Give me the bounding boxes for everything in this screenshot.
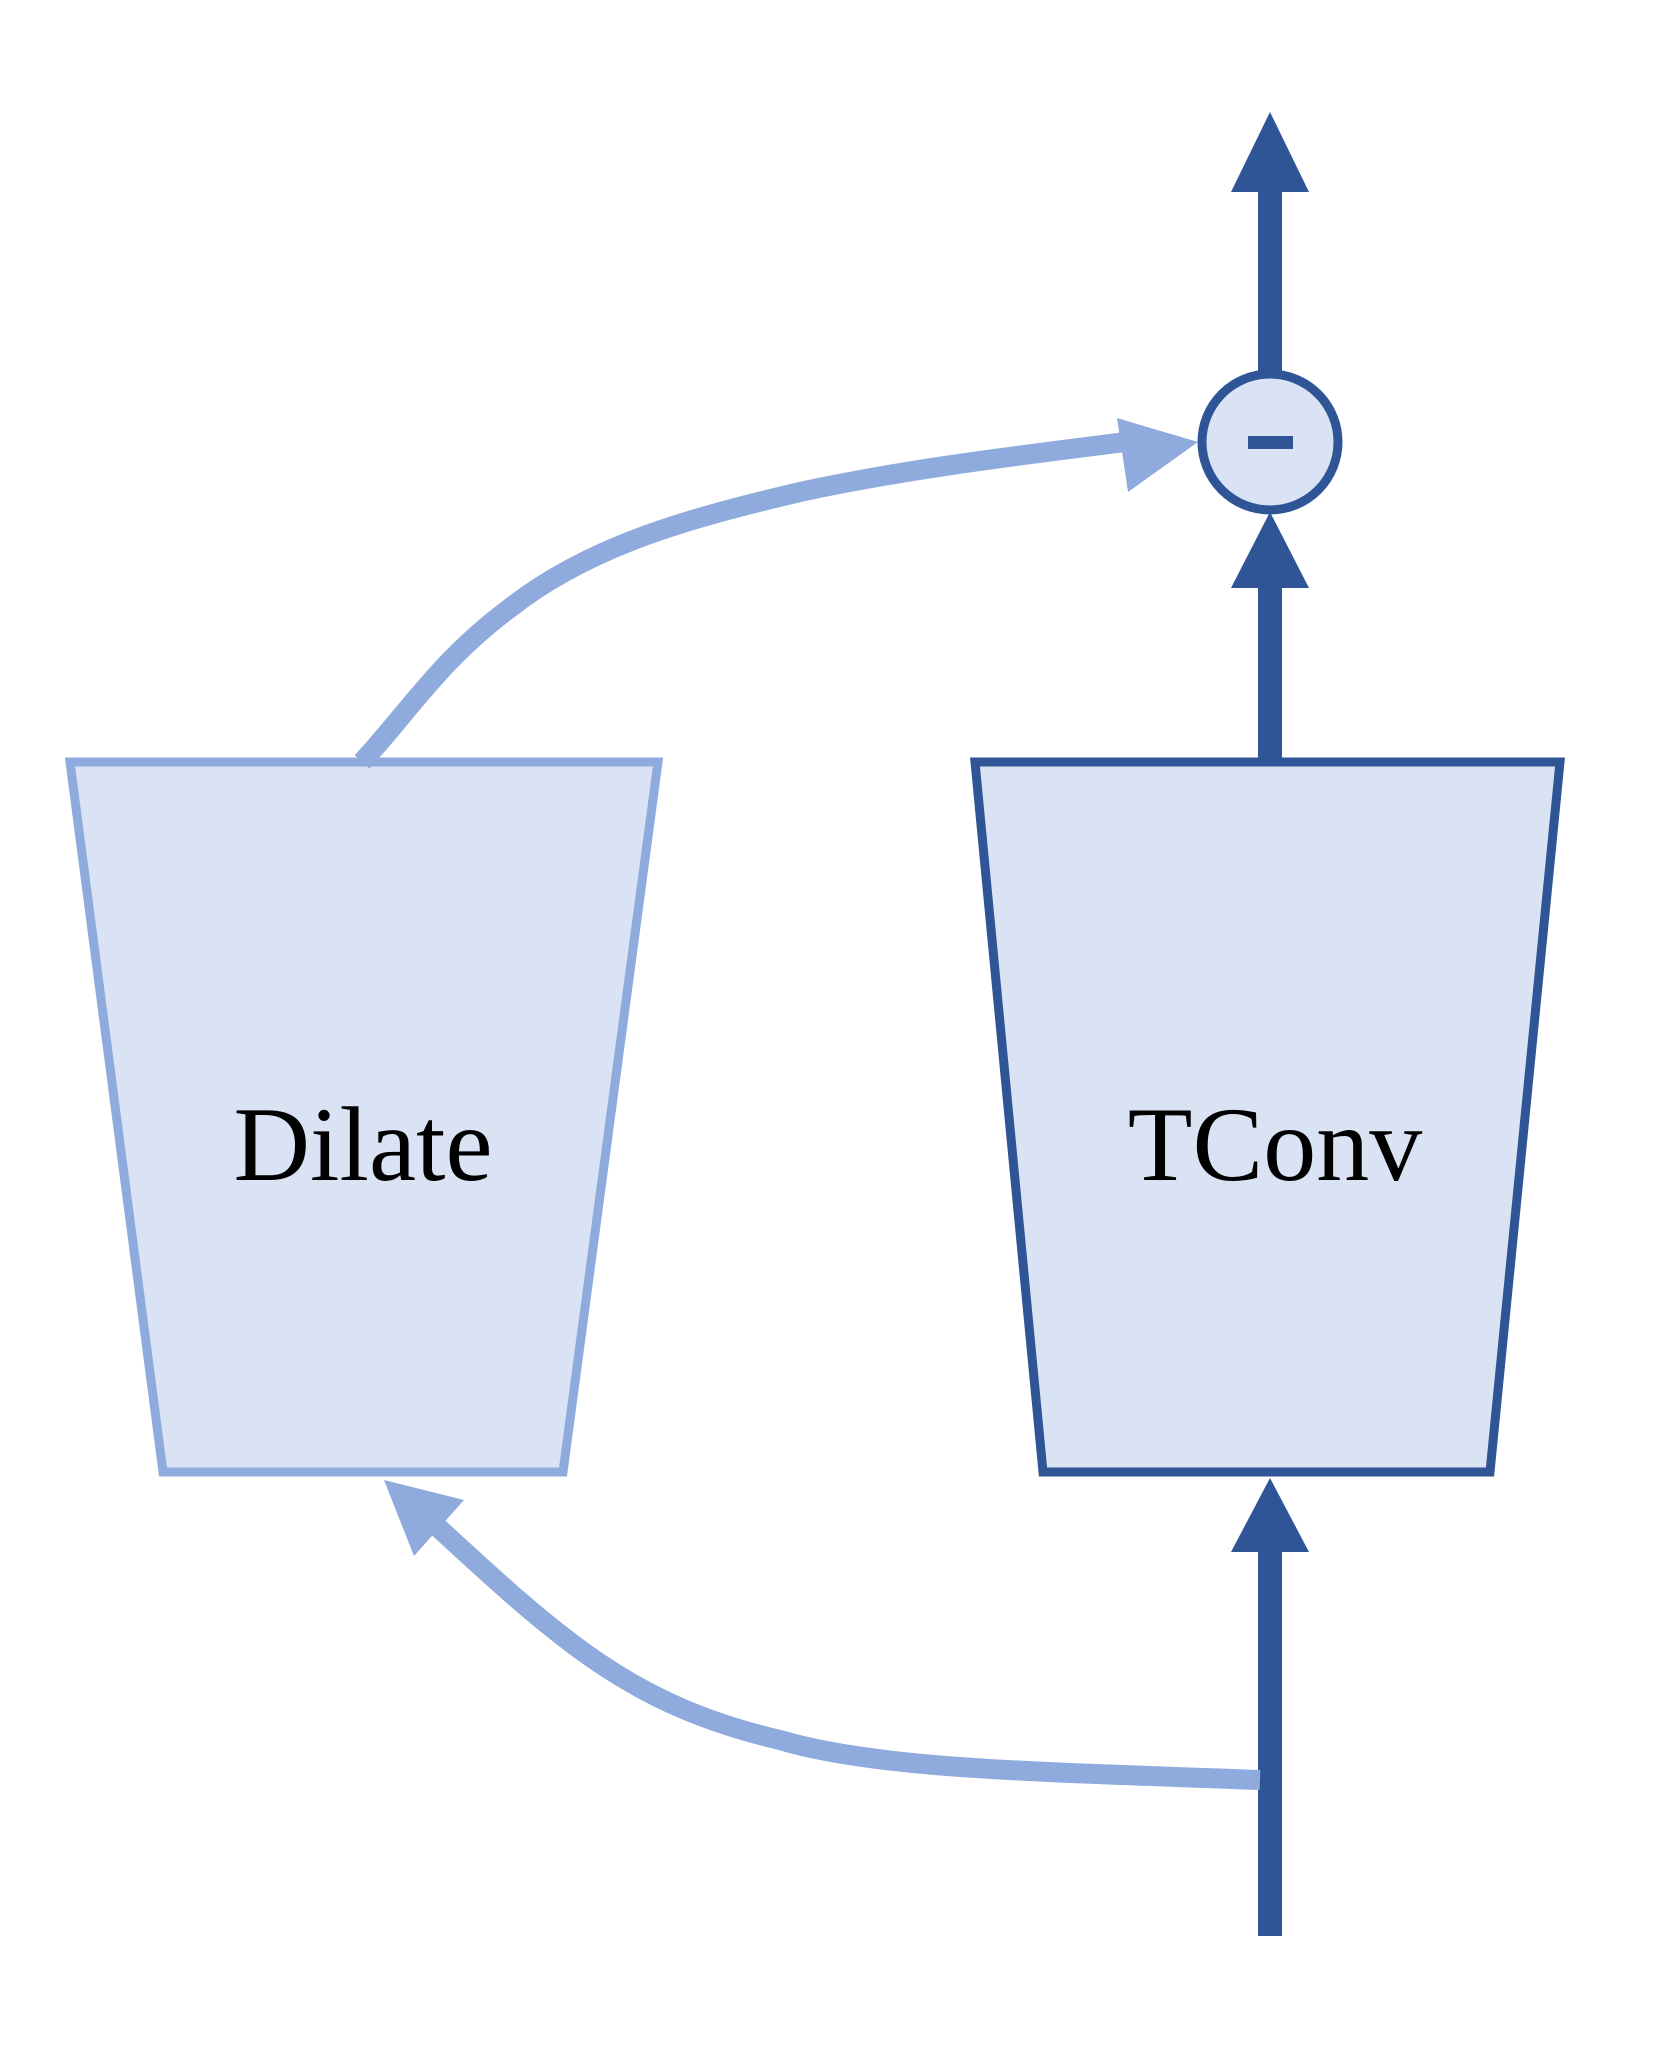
operator-input-arrowhead	[1231, 512, 1309, 588]
tconv-label: TConv	[1128, 1086, 1422, 1203]
subtract-bar	[1248, 436, 1293, 449]
operator-side-arrowhead	[1117, 418, 1198, 492]
tconv-input-arrowhead	[1231, 1478, 1309, 1552]
dilate-input-arrowhead	[384, 1480, 464, 1556]
dilate-output-branch	[354, 432, 1127, 769]
dilate-block	[64, 757, 664, 1477]
tconv-block	[970, 757, 1565, 1477]
output-arrowhead	[1231, 112, 1309, 192]
dilate-input-branch	[423, 1512, 1261, 1790]
dilate-label: Dilate	[234, 1086, 493, 1203]
